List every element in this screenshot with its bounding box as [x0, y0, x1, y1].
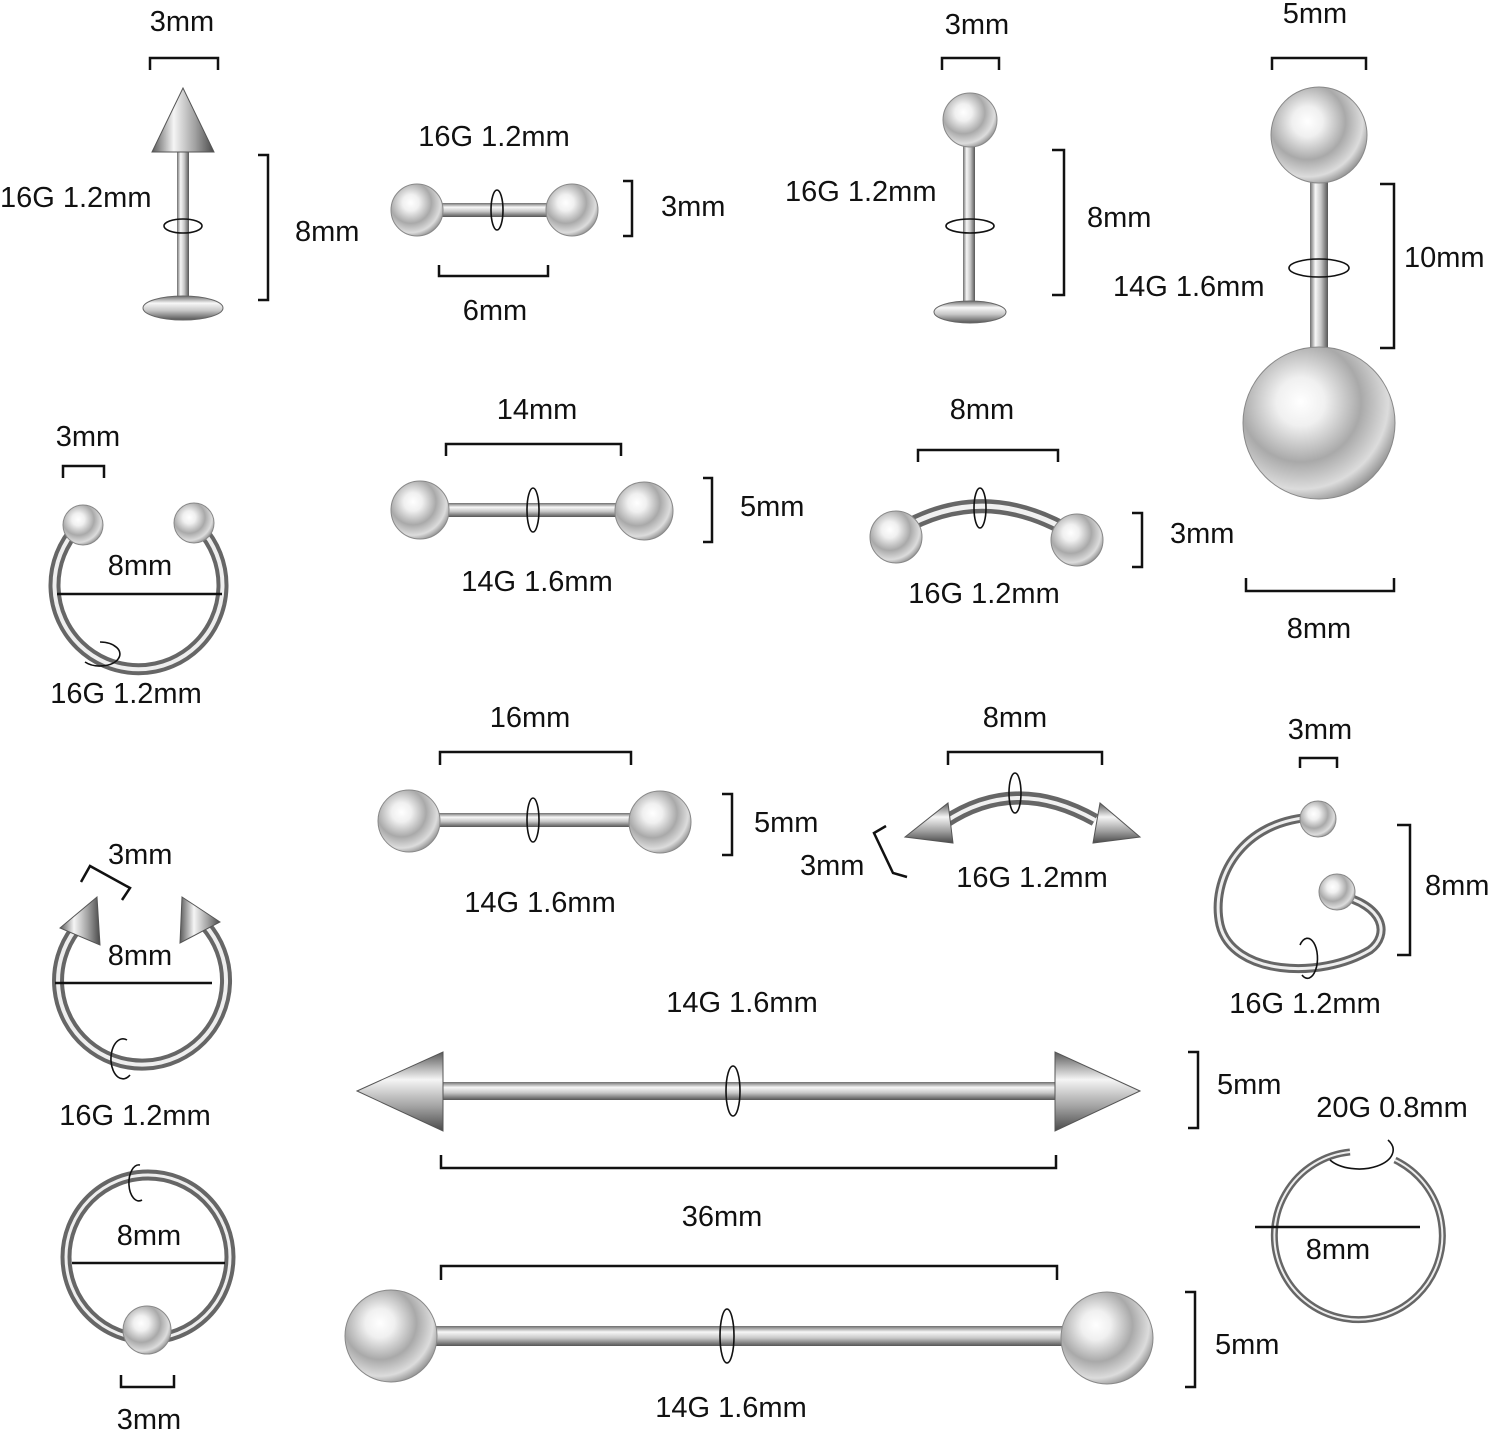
short-barbell	[390, 179, 634, 278]
horseshoe-ball-gauge-label: 16G 1.2mm	[50, 678, 202, 710]
barbell-16mm	[377, 750, 734, 857]
industrial-spike-end-size-label: 5mm	[1217, 1069, 1282, 1101]
horseshoe-spike-size-label: 3mm	[108, 839, 173, 871]
barbell-14mm-ball-size-label: 5mm	[740, 491, 805, 523]
horseshoe-ball-size-label: 3mm	[55, 421, 121, 453]
short-barbell-length-label: 6mm	[462, 295, 528, 327]
belly-ring-gauge-label: 14G 1.6mm	[1113, 271, 1265, 303]
curved-ball-length-label: 8mm	[949, 394, 1015, 426]
short-barbell-gauge-label: 16G 1.2mm	[418, 121, 570, 153]
belly-ring-top-size-label: 5mm	[1282, 0, 1348, 30]
curved-spike-length-label: 8mm	[982, 702, 1048, 734]
barbell-16mm-gauge-label: 14G 1.6mm	[464, 887, 616, 919]
curved-spike-size-label: 3mm	[800, 850, 865, 882]
hoop-ring-diameter-label: 8mm	[1305, 1234, 1371, 1266]
ball-labret	[933, 56, 1066, 324]
industrial-spike-barbell	[355, 1050, 1200, 1170]
hoop-ring	[1255, 1139, 1446, 1324]
spiral-twist-ring	[1213, 756, 1412, 980]
barbell-14mm-length-label: 14mm	[496, 394, 578, 426]
short-barbell-ball-size-label: 3mm	[661, 191, 726, 223]
spike-labret	[142, 56, 270, 321]
horseshoe-spike-diameter-label: 8mm	[107, 940, 173, 972]
spiral-twist-ball-size-label: 3mm	[1287, 714, 1353, 746]
industrial-ball-end-size-label: 5mm	[1215, 1329, 1280, 1361]
industrial-ball-gauge-label: 14G 1.6mm	[655, 1392, 807, 1424]
curved-ball-barbell	[869, 448, 1144, 569]
industrial-spike-gauge-label: 14G 1.6mm	[666, 987, 818, 1019]
ball-labret-length-label: 8mm	[1087, 202, 1152, 234]
belly-ring-bottom-size-label: 8mm	[1286, 613, 1352, 645]
curved-ball-size-label: 3mm	[1170, 518, 1235, 550]
belly-ring	[1242, 56, 1396, 593]
barbell-16mm-length-label: 16mm	[489, 702, 571, 734]
barbell-16mm-ball-size-label: 5mm	[754, 807, 819, 839]
captive-bead-ring-diameter-label: 8mm	[116, 1220, 182, 1252]
industrial-ball-barbell	[344, 1264, 1197, 1389]
spike-labret-top-size-label: 3mm	[149, 6, 215, 38]
captive-bead-ring-bead-size-label: 3mm	[116, 1404, 182, 1436]
spiral-twist-gauge-label: 16G 1.2mm	[1229, 988, 1381, 1020]
captive-bead-ring	[60, 1164, 236, 1389]
barbell-14mm	[390, 442, 714, 544]
barbell-14mm-gauge-label: 14G 1.6mm	[461, 566, 613, 598]
hoop-ring-gauge-label: 20G 0.8mm	[1316, 1092, 1468, 1124]
curved-spike-barbell	[872, 750, 1142, 879]
spiral-twist-diameter-label: 8mm	[1425, 870, 1490, 902]
curved-spike-gauge-label: 16G 1.2mm	[956, 862, 1108, 894]
spike-labret-gauge-label: 16G 1.2mm	[0, 182, 152, 214]
industrial-spike-length-label: 36mm	[681, 1201, 763, 1233]
belly-ring-length-label: 10mm	[1404, 242, 1485, 274]
horseshoe-ball-ring	[48, 464, 229, 676]
horseshoe-spike-gauge-label: 16G 1.2mm	[59, 1100, 211, 1132]
horseshoe-ball-diameter-label: 8mm	[107, 550, 173, 582]
curved-ball-gauge-label: 16G 1.2mm	[908, 578, 1060, 610]
spike-labret-length-label: 8mm	[295, 216, 360, 248]
ball-labret-gauge-label: 16G 1.2mm	[785, 176, 937, 208]
horseshoe-spike-ring	[52, 864, 233, 1080]
ball-labret-top-size-label: 3mm	[944, 9, 1010, 41]
